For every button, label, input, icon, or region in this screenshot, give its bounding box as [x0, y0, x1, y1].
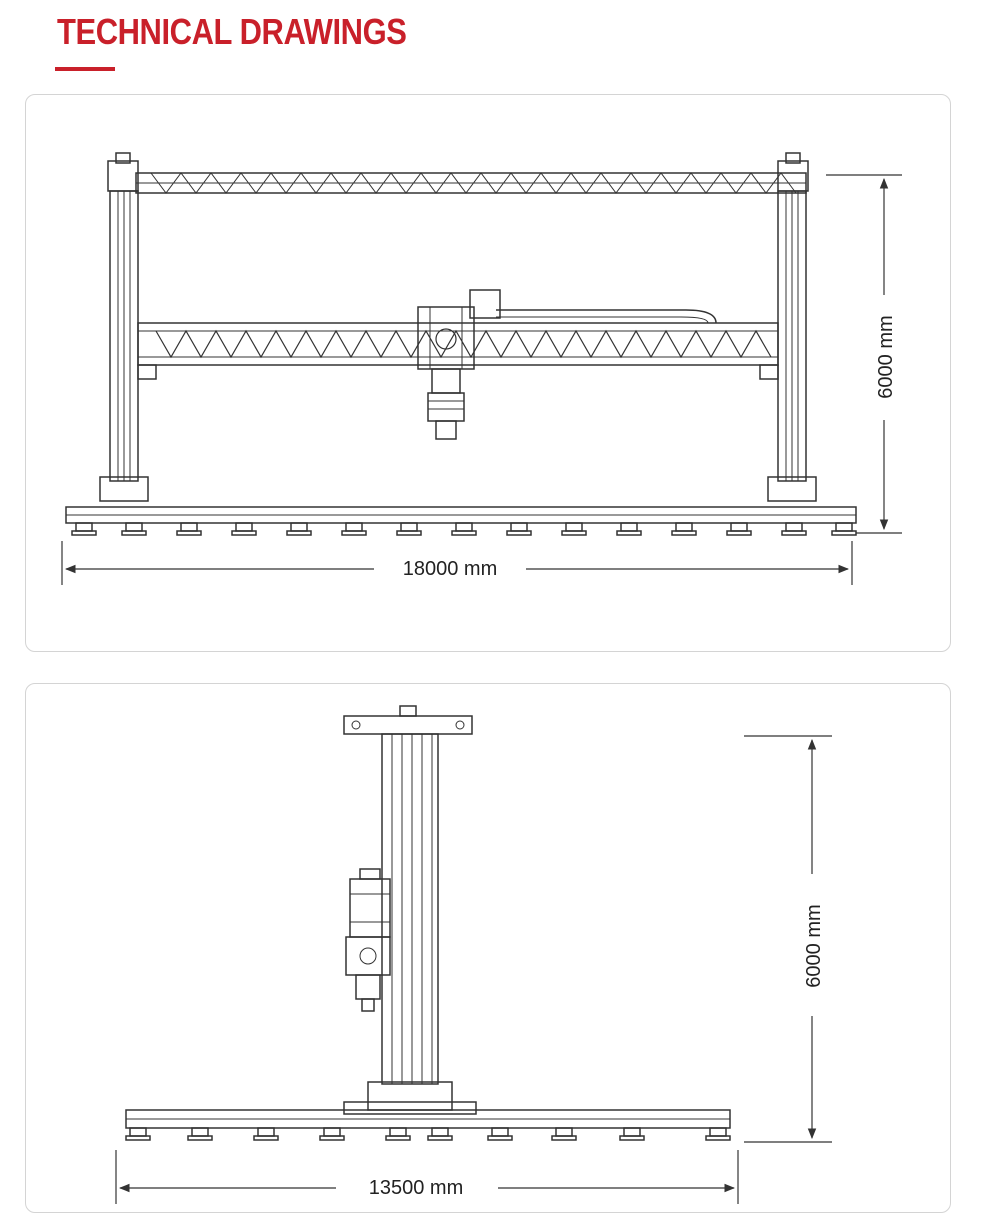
side-base-feet: [125, 1127, 731, 1141]
side-width-dimension: [115, 1150, 739, 1204]
height-dimension: [826, 174, 902, 534]
gantry-side-structure: [125, 705, 731, 1141]
left-column-base: [99, 476, 149, 502]
spindle-tool: [435, 420, 457, 440]
gantry-front-structure: [65, 152, 857, 536]
spindle-housing: [431, 368, 461, 394]
side-view-panel: 6000 mm 13500 mm: [25, 683, 951, 1213]
front-view-drawing: 6000 mm 18000 mm: [61, 152, 902, 585]
cross-beam: [137, 322, 779, 366]
side-tool: [361, 998, 375, 1012]
side-height-label: 6000 mm: [803, 904, 825, 987]
right-column-base: [767, 476, 817, 502]
width-dimension: [61, 541, 853, 585]
side-view-drawing: 6000 mm 13500 mm: [115, 705, 832, 1204]
left-top-cap: [107, 160, 139, 192]
right-top-cap: [777, 160, 809, 192]
width-label: 18000 mm: [403, 558, 498, 580]
title-underline: [55, 67, 115, 71]
front-view-panel: 6000 mm 18000 mm: [25, 94, 951, 652]
base-feet: [71, 522, 857, 536]
side-top-cap: [343, 715, 473, 735]
side-column: [381, 733, 439, 1085]
side-column-base: [367, 1081, 453, 1111]
height-label: 6000 mm: [875, 315, 897, 398]
side-head-carriage: [349, 878, 391, 938]
motor-box: [469, 289, 501, 319]
side-width-label: 13500 mm: [369, 1177, 464, 1199]
page-title: TECHNICAL DRAWINGS: [57, 11, 407, 52]
carriage: [417, 306, 475, 370]
side-spindle: [345, 936, 391, 976]
side-height-dimension: [744, 735, 832, 1143]
